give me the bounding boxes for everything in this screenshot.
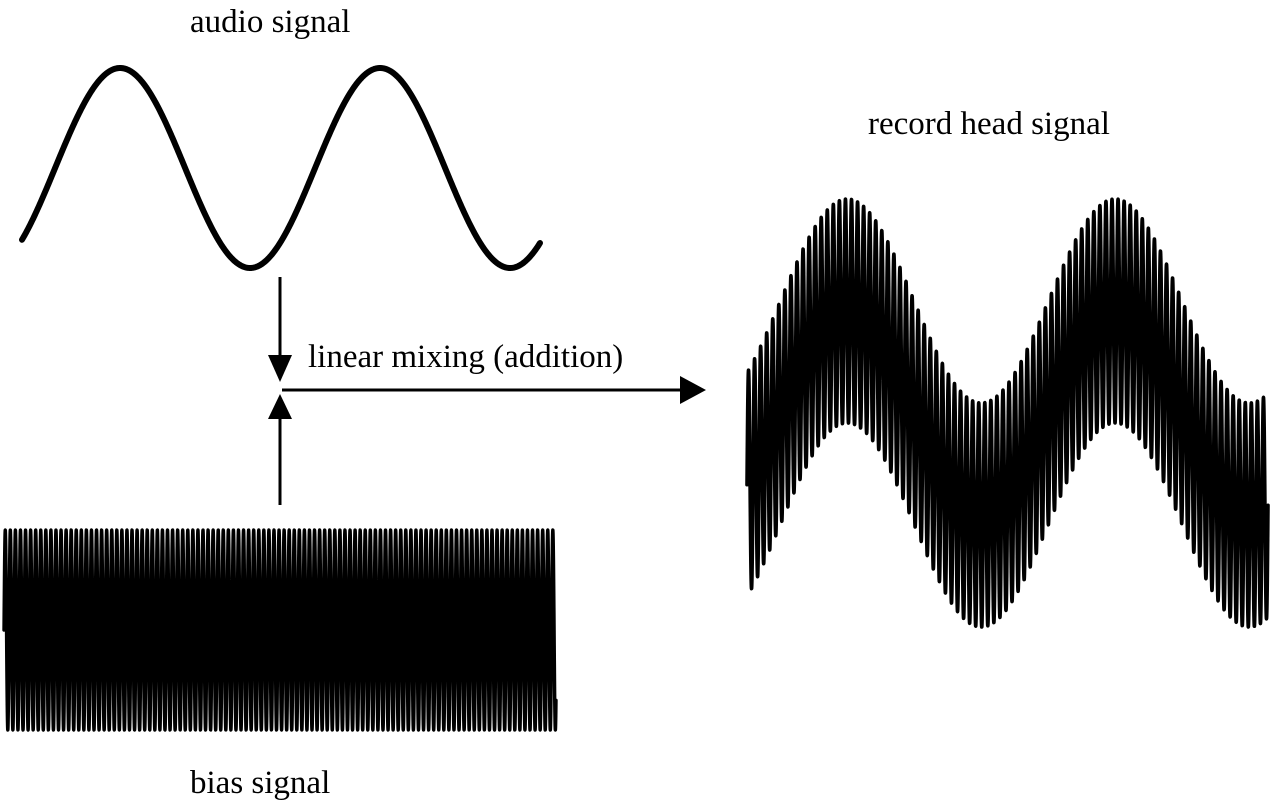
record-head-signal-wave [745,197,1270,629]
audio-signal-wave [19,65,543,271]
audio-arrow-head [268,355,292,382]
bias-signal-label: bias signal [190,765,330,801]
bias-arrow-head [268,394,292,419]
bias-signal-wave [2,528,558,732]
mixing-label: linear mixing (addition) [308,339,623,375]
audio-signal-label: audio signal [190,4,350,40]
record-head-signal-label: record head signal [868,106,1110,142]
record-arrow-head [680,376,706,404]
